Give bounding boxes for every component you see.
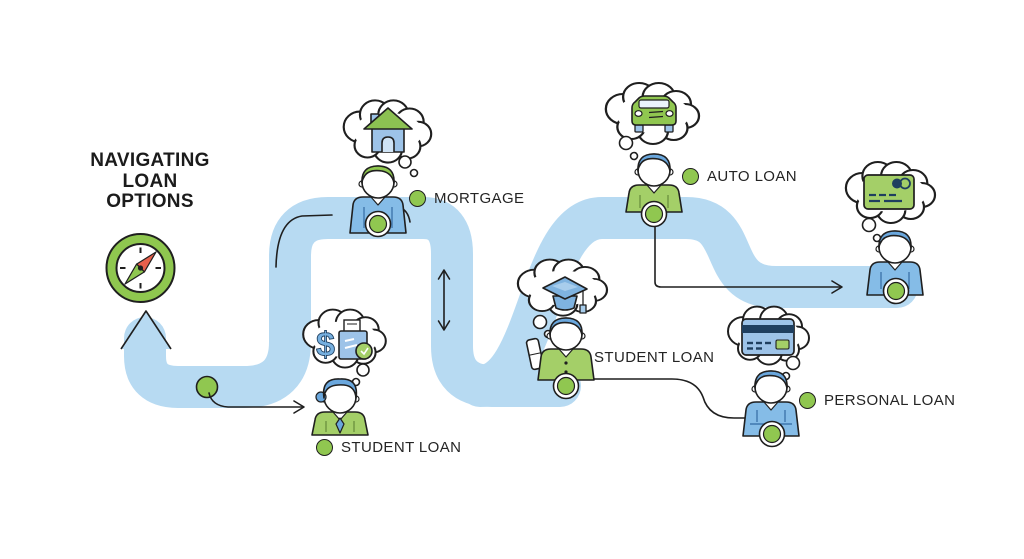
car-icon — [631, 95, 677, 133]
corner-accent-line — [275, 214, 333, 268]
label-text: STUDENT LOAN — [341, 438, 462, 456]
house-icon — [363, 107, 413, 153]
person-auto-loan — [625, 153, 683, 228]
thought-bubble-student-loan-second — [516, 258, 609, 339]
connector-to-personal-loan — [577, 378, 753, 419]
page-title: NAVIGATING LOAN OPTIONS — [62, 150, 238, 213]
title-line-3: OPTIONS — [106, 191, 194, 212]
label-text: STUDENT LOAN — [594, 348, 715, 366]
green-bullet-icon — [316, 438, 333, 456]
label-student-loan-first: STUDENT LOAN — [316, 437, 461, 457]
label-student-loan-second: STUDENT LOAN — [594, 347, 714, 367]
graduation-cap-icon — [542, 276, 588, 314]
dollar-sign: $ — [316, 326, 335, 364]
green-bullet-icon — [799, 391, 816, 409]
title-line-2: LOAN — [122, 170, 178, 192]
green-bullet-icon — [682, 167, 699, 185]
label-text: MORTGAGE — [434, 189, 525, 207]
label-personal-loan: PERSONAL LOAN — [799, 390, 955, 410]
path-node-dot — [195, 375, 219, 399]
person-journey-end — [866, 230, 924, 305]
thought-bubble-personal-loan — [727, 305, 810, 381]
thought-bubble-auto-loan — [604, 81, 701, 161]
credit-card-icon — [741, 318, 795, 356]
connector-to-journey-end — [654, 223, 843, 294]
label-mortgage: MORTGAGE — [409, 188, 524, 208]
person-mortgage — [349, 165, 407, 238]
thought-bubble-journey-end — [844, 160, 937, 243]
compass-icon — [105, 233, 176, 303]
label-text: PERSONAL LOAN — [824, 391, 956, 409]
label-text: AUTO LOAN — [707, 167, 798, 185]
person-student-loan-second — [525, 317, 595, 400]
connector-to-student-loan-first — [208, 392, 305, 414]
start-arrow-icon — [120, 310, 172, 350]
green-bullet-icon — [409, 189, 426, 207]
double-headed-arrow — [437, 269, 451, 331]
tuition-receipt-dollar-icon: $ — [316, 319, 373, 364]
credit-card-icon — [863, 174, 915, 210]
thought-bubble-student-loan-first: $ — [302, 308, 387, 387]
person-student-loan-first — [311, 378, 369, 436]
route-path — [120, 197, 918, 408]
label-auto-loan: AUTO LOAN — [682, 166, 797, 186]
title-line-1: NAVIGATING — [90, 150, 210, 171]
person-personal-loan — [742, 370, 800, 448]
thought-bubble-mortgage — [342, 99, 433, 178]
